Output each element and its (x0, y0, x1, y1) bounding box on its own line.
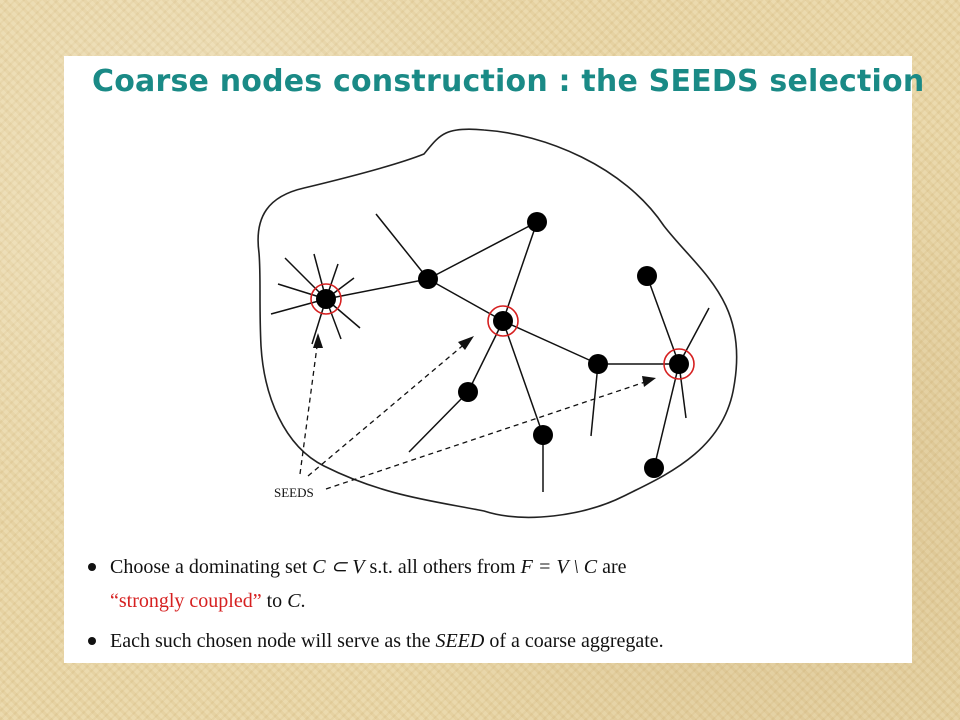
math-run: F = V \ C (520, 556, 598, 578)
arrow-to-seed-1 (299, 338, 319, 475)
text-run: are (597, 556, 627, 578)
text-run: of a coarse aggregate. (484, 630, 664, 652)
seed-node (493, 311, 513, 331)
edge (502, 221, 538, 322)
arrow-to-seed-2 (307, 341, 468, 477)
text-run: s.t. all others from (364, 556, 521, 578)
bullet-item-2: Each such chosen node will serve as the … (84, 624, 904, 658)
graph-edges (270, 213, 710, 492)
domain-boundary (257, 128, 738, 519)
bullet-item-1: Choose a dominating set C ⊂ V s.t. all o… (84, 550, 904, 618)
bullet-list: Choose a dominating set C ⊂ V s.t. all o… (84, 550, 904, 658)
slide: Coarse nodes construction : the SEEDS se… (64, 56, 924, 663)
math-run: C ⊂ V (312, 556, 365, 578)
node (588, 354, 608, 374)
arrowhead (642, 376, 656, 387)
edge (653, 363, 680, 469)
edge (467, 320, 504, 393)
edge (427, 221, 538, 280)
text-run: . (300, 590, 306, 612)
seed-node (669, 354, 689, 374)
seeds-label: SEEDS (274, 485, 314, 500)
edge (502, 320, 544, 436)
node (644, 458, 664, 478)
seed-ring (487, 305, 519, 337)
node (418, 269, 438, 289)
node (637, 266, 657, 286)
edge (502, 320, 599, 365)
seeds-diagram: SEEDS (257, 128, 738, 519)
seed-ring (310, 283, 342, 315)
bullet-dot (88, 563, 96, 571)
strongly-coupled-text: “strongly coupled” (110, 590, 262, 612)
edge (590, 363, 599, 437)
arrowhead (313, 333, 323, 348)
text-run: Each such chosen node will serve as the (110, 630, 436, 652)
seed-node (316, 289, 336, 309)
seed-ring (663, 348, 695, 380)
graph-nodes (316, 212, 689, 478)
node (533, 425, 553, 445)
edge (646, 275, 680, 365)
slide-title: Coarse nodes construction : the SEEDS se… (92, 64, 925, 99)
node (527, 212, 547, 232)
seed-arrows (299, 338, 649, 490)
text-run: Choose a dominating set (110, 556, 313, 578)
seed-rings (310, 283, 695, 380)
arrowhead (458, 336, 474, 350)
node (458, 382, 478, 402)
bullet-dot (88, 637, 96, 645)
text-run: to (261, 590, 288, 612)
edge (427, 278, 504, 322)
arrow-to-seed-3 (325, 380, 649, 490)
edge (678, 307, 710, 365)
edge (375, 213, 429, 280)
edge (325, 278, 429, 300)
edge (408, 391, 469, 453)
math-run: C (287, 590, 301, 612)
seed-emphasis: SEED (435, 630, 485, 652)
arrow-heads (313, 333, 656, 387)
